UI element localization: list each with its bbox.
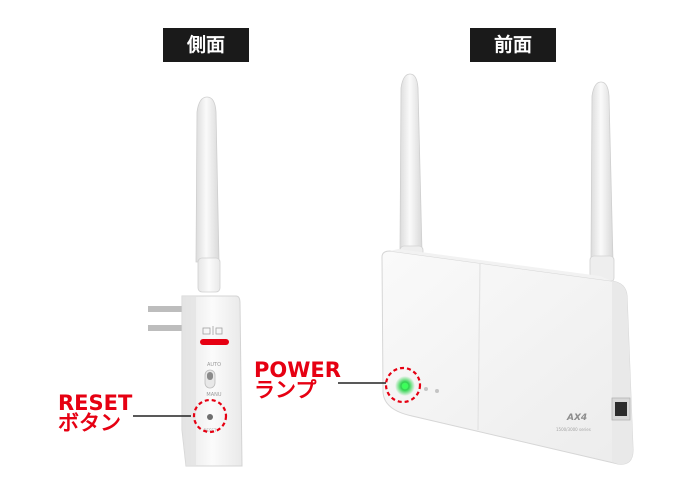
power-lamp-sublabel: ランプ <box>254 378 317 402</box>
model-sub-label: 1500/3000 series <box>556 427 591 432</box>
power-highlight-circle <box>384 366 422 404</box>
switch-top-label: AUTO <box>207 362 221 368</box>
side-view-label: 側面 <box>163 28 249 62</box>
reset-tiny-label: RESET <box>204 428 217 433</box>
reset-button-sublabel: ボタン <box>58 411 121 435</box>
side-device: AUTO MANU RESET <box>133 96 243 467</box>
front-device: AX4 1500/3000 series <box>338 73 634 465</box>
front-view-label: 前面 <box>470 28 556 62</box>
side-red-indicator <box>200 339 229 345</box>
power-lamp-label: POWER <box>254 358 341 382</box>
switch-bottom-label: MANU <box>206 392 221 398</box>
reset-button[interactable] <box>207 414 213 420</box>
reset-button-label: RESET <box>58 391 133 415</box>
model-logo: AX4 <box>566 413 587 423</box>
reset-highlight-circle <box>192 398 228 434</box>
